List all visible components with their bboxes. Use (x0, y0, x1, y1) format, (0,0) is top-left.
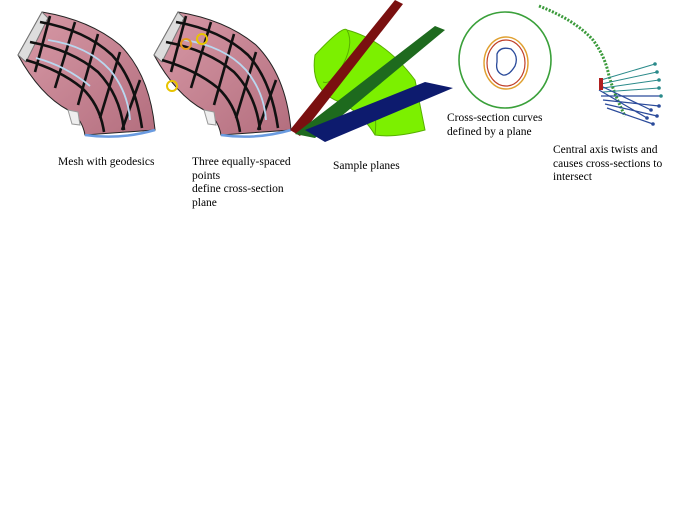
caption-sample-planes: Sample planes (333, 160, 400, 172)
marker-point-3 (166, 80, 178, 92)
panel-axis-twists: Central axis twists and causes cross-sec… (535, 0, 675, 190)
central-axis (538, 4, 627, 117)
middle-curve-2 (486, 39, 526, 87)
cross-section-curves-figure (458, 11, 552, 109)
panel-three-points: Three equally-spaced points define cross… (150, 0, 310, 209)
panel-cross-section-curves: Cross-section curves defined by a plane (445, 0, 555, 150)
caption-axis-twists: Central axis twists and causes cross-sec… (553, 144, 663, 183)
plane-red (290, 0, 403, 136)
panel-mesh-geodesics: Mesh with geodesics (0, 0, 170, 190)
mesh-rim (84, 128, 156, 138)
mesh-with-points-figure (153, 11, 292, 138)
plane-green (295, 26, 445, 138)
inner-curve (495, 47, 517, 76)
sample-planes-figure (290, 0, 453, 142)
plane-blue (305, 82, 453, 142)
mesh-end-cap (17, 11, 49, 63)
cross-section-lines (600, 63, 660, 93)
caption-mesh-geodesics: Mesh with geodesics (58, 156, 155, 168)
outer-curve (458, 11, 552, 109)
caption-three-points: Three equally-spaced points define cross… (192, 156, 291, 209)
axis-twist-figure (538, 4, 663, 126)
marker-point-2 (196, 33, 208, 45)
middle-curve-1 (483, 36, 529, 90)
panel-sample-planes: Sample planes (285, 0, 455, 190)
twist-marker (599, 78, 603, 90)
mesh-elbow-figure (17, 11, 156, 138)
marker-point-1 (180, 38, 192, 50)
caption-cross-section-curves: Cross-section curves defined by a plane (447, 112, 543, 138)
